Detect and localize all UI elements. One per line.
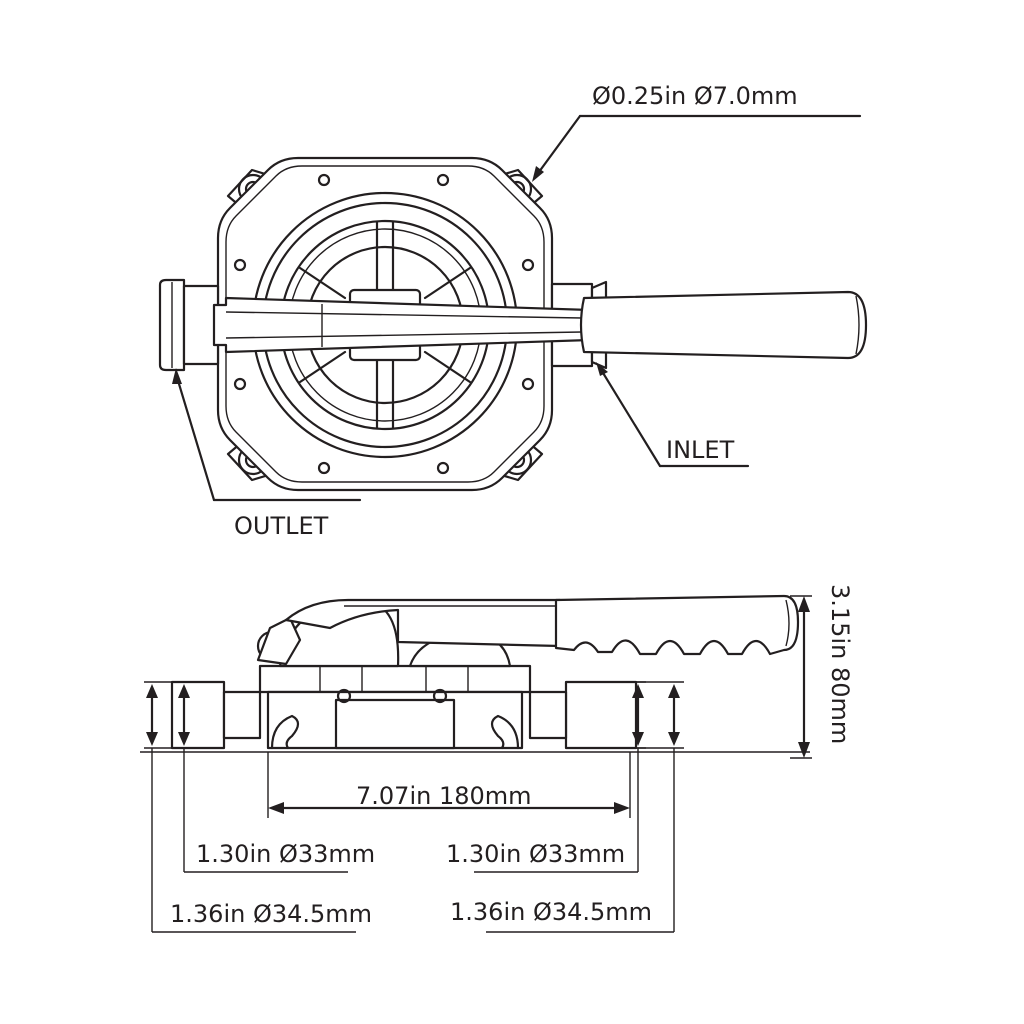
outlet-label: OUTLET: [234, 512, 329, 540]
lever-handle: [579, 290, 868, 360]
side-view: [140, 594, 810, 753]
top-view: Ø0.25in Ø7.0mm INLET OUTLET: [158, 82, 868, 540]
diaphragm-spokes: [298, 220, 472, 430]
dimensions: 3.15in 80mm 7.07in 180mm 1.30in Ø33mm 1.…: [144, 584, 854, 933]
hole-diameter-label: Ø0.25in Ø7.0mm: [592, 82, 798, 110]
port-inner-right-label: 1.30in Ø33mm: [446, 840, 625, 868]
length-label: 7.07in 180mm: [356, 782, 532, 810]
outlet-fitting: [158, 278, 220, 372]
inlet-label: INLET: [666, 436, 735, 464]
port-outer-left-label: 1.36in Ø34.5mm: [170, 900, 372, 928]
height-label: 3.15in 80mm: [826, 584, 854, 744]
port-inner-left-label: 1.30in Ø33mm: [196, 840, 375, 868]
port-outer-right-label: 1.36in Ø34.5mm: [450, 898, 652, 926]
body-bolts: [233, 173, 535, 475]
side-handle: [554, 594, 800, 656]
